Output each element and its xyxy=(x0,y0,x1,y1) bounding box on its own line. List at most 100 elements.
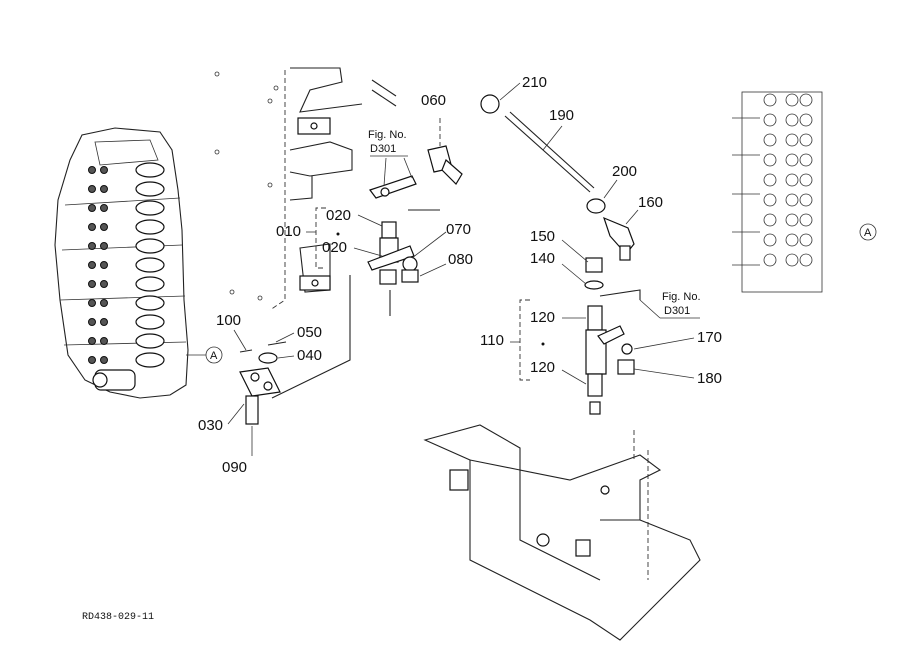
schematic-port xyxy=(785,133,799,147)
view-a-schematic xyxy=(732,91,823,293)
bolt-060 xyxy=(427,118,463,185)
schematic-port xyxy=(785,193,799,207)
schematic-port xyxy=(799,153,813,167)
label-160: 160 xyxy=(638,194,663,211)
link-plate-030 xyxy=(239,275,351,425)
view-marker-left: A xyxy=(210,350,218,362)
label-210: 210 xyxy=(522,74,547,91)
schematic-port xyxy=(799,173,813,187)
schematic-port xyxy=(799,253,813,267)
schematic-ports xyxy=(763,93,813,267)
control-valve-assembly xyxy=(54,127,189,399)
label-020-a: 020 xyxy=(326,207,351,224)
rod-190 xyxy=(480,94,635,261)
valve-spool-end xyxy=(135,238,165,254)
valve-spool-dot xyxy=(88,242,96,250)
valve-spool-dot xyxy=(100,299,108,307)
valve-spool-dot xyxy=(88,318,96,326)
fig-ref-1-line2: D301 xyxy=(370,143,396,155)
label-170: 170 xyxy=(697,329,722,346)
valve-spools xyxy=(88,162,165,368)
label-120-b: 120 xyxy=(530,359,555,376)
label-200: 200 xyxy=(612,163,637,180)
valve-spool-dot xyxy=(100,223,108,231)
schematic-port xyxy=(763,113,777,127)
schematic-port xyxy=(763,193,777,207)
label-100: 100 xyxy=(216,312,241,329)
valve-spool-dot xyxy=(88,280,96,288)
valve-spool-end xyxy=(135,276,165,292)
label-140: 140 xyxy=(530,250,555,267)
valve-spool-end xyxy=(135,352,165,368)
mounting-plate xyxy=(214,67,397,311)
labels: 210 190 060 Fig. No. D301 200 160 020 01… xyxy=(82,74,877,623)
valve-spool-end xyxy=(135,162,165,178)
valve-spool-dot xyxy=(88,299,96,307)
schematic-port xyxy=(799,133,813,147)
valve-spool-dot xyxy=(100,280,108,288)
valve-spool-end xyxy=(135,200,165,216)
label-070: 070 xyxy=(446,221,471,238)
label-060: 060 xyxy=(421,92,446,109)
label-190: 190 xyxy=(549,107,574,124)
valve-spool-dot xyxy=(100,356,108,364)
view-marker-right: A xyxy=(864,227,872,239)
schematic-port xyxy=(785,173,799,187)
label-010: 010 xyxy=(276,223,301,240)
schematic-port xyxy=(763,153,777,167)
valve-spool-dot xyxy=(100,242,108,250)
frame-bracket xyxy=(423,424,701,641)
schematic-port xyxy=(785,233,799,247)
fig-ref-2-line2: D301 xyxy=(664,305,690,317)
schematic-port xyxy=(785,113,799,127)
drawing-code: RD438-029-11 xyxy=(82,612,154,623)
valve-spool-dot xyxy=(88,356,96,364)
valve-spool-dot xyxy=(88,337,96,345)
schematic-port xyxy=(763,93,777,107)
valve-spool-end xyxy=(135,295,165,311)
valve-spool-dot xyxy=(100,337,108,345)
schematic-port xyxy=(799,233,813,247)
label-110: 110 xyxy=(480,332,504,349)
label-120-a: 120 xyxy=(530,309,555,326)
valve-spool-dot xyxy=(100,166,108,174)
label-050: 050 xyxy=(297,324,322,341)
valve-spool-end xyxy=(135,181,165,197)
valve-spool-dot xyxy=(100,261,108,269)
fig-ref-2-line1: Fig. No. xyxy=(662,291,701,303)
schematic-port xyxy=(763,213,777,227)
label-090: 090 xyxy=(222,459,247,476)
schematic-port xyxy=(763,173,777,187)
schematic-port xyxy=(785,153,799,167)
valve-spool-dot xyxy=(88,204,96,212)
schematic-port xyxy=(785,213,799,227)
label-180: 180 xyxy=(697,370,722,387)
nut-080 xyxy=(401,256,419,283)
schematic-port xyxy=(785,93,799,107)
label-020-b: 020 xyxy=(322,239,347,256)
valve-spool-dot xyxy=(88,185,96,193)
valve-spool-dot xyxy=(100,204,108,212)
schematic-port xyxy=(763,233,777,247)
label-040: 040 xyxy=(297,347,322,364)
label-150: 150 xyxy=(530,228,555,245)
valve-spool-dot xyxy=(88,166,96,174)
schematic-port xyxy=(763,253,777,267)
valve-spool-dot xyxy=(88,261,96,269)
schematic-port xyxy=(799,93,813,107)
valve-spool-end xyxy=(135,219,165,235)
schematic-port xyxy=(799,113,813,127)
schematic-port xyxy=(799,193,813,207)
valve-spool-end xyxy=(135,333,165,349)
valve-spool-end xyxy=(135,314,165,330)
schematic-port xyxy=(763,133,777,147)
schematic-port xyxy=(799,213,813,227)
valve-spool-dot xyxy=(100,185,108,193)
lever-assembly-110 xyxy=(519,257,641,415)
schematic-port xyxy=(785,253,799,267)
label-080: 080 xyxy=(448,251,473,268)
valve-spool-dot xyxy=(100,318,108,326)
label-030: 030 xyxy=(198,417,223,434)
valve-spool-end xyxy=(135,257,165,273)
